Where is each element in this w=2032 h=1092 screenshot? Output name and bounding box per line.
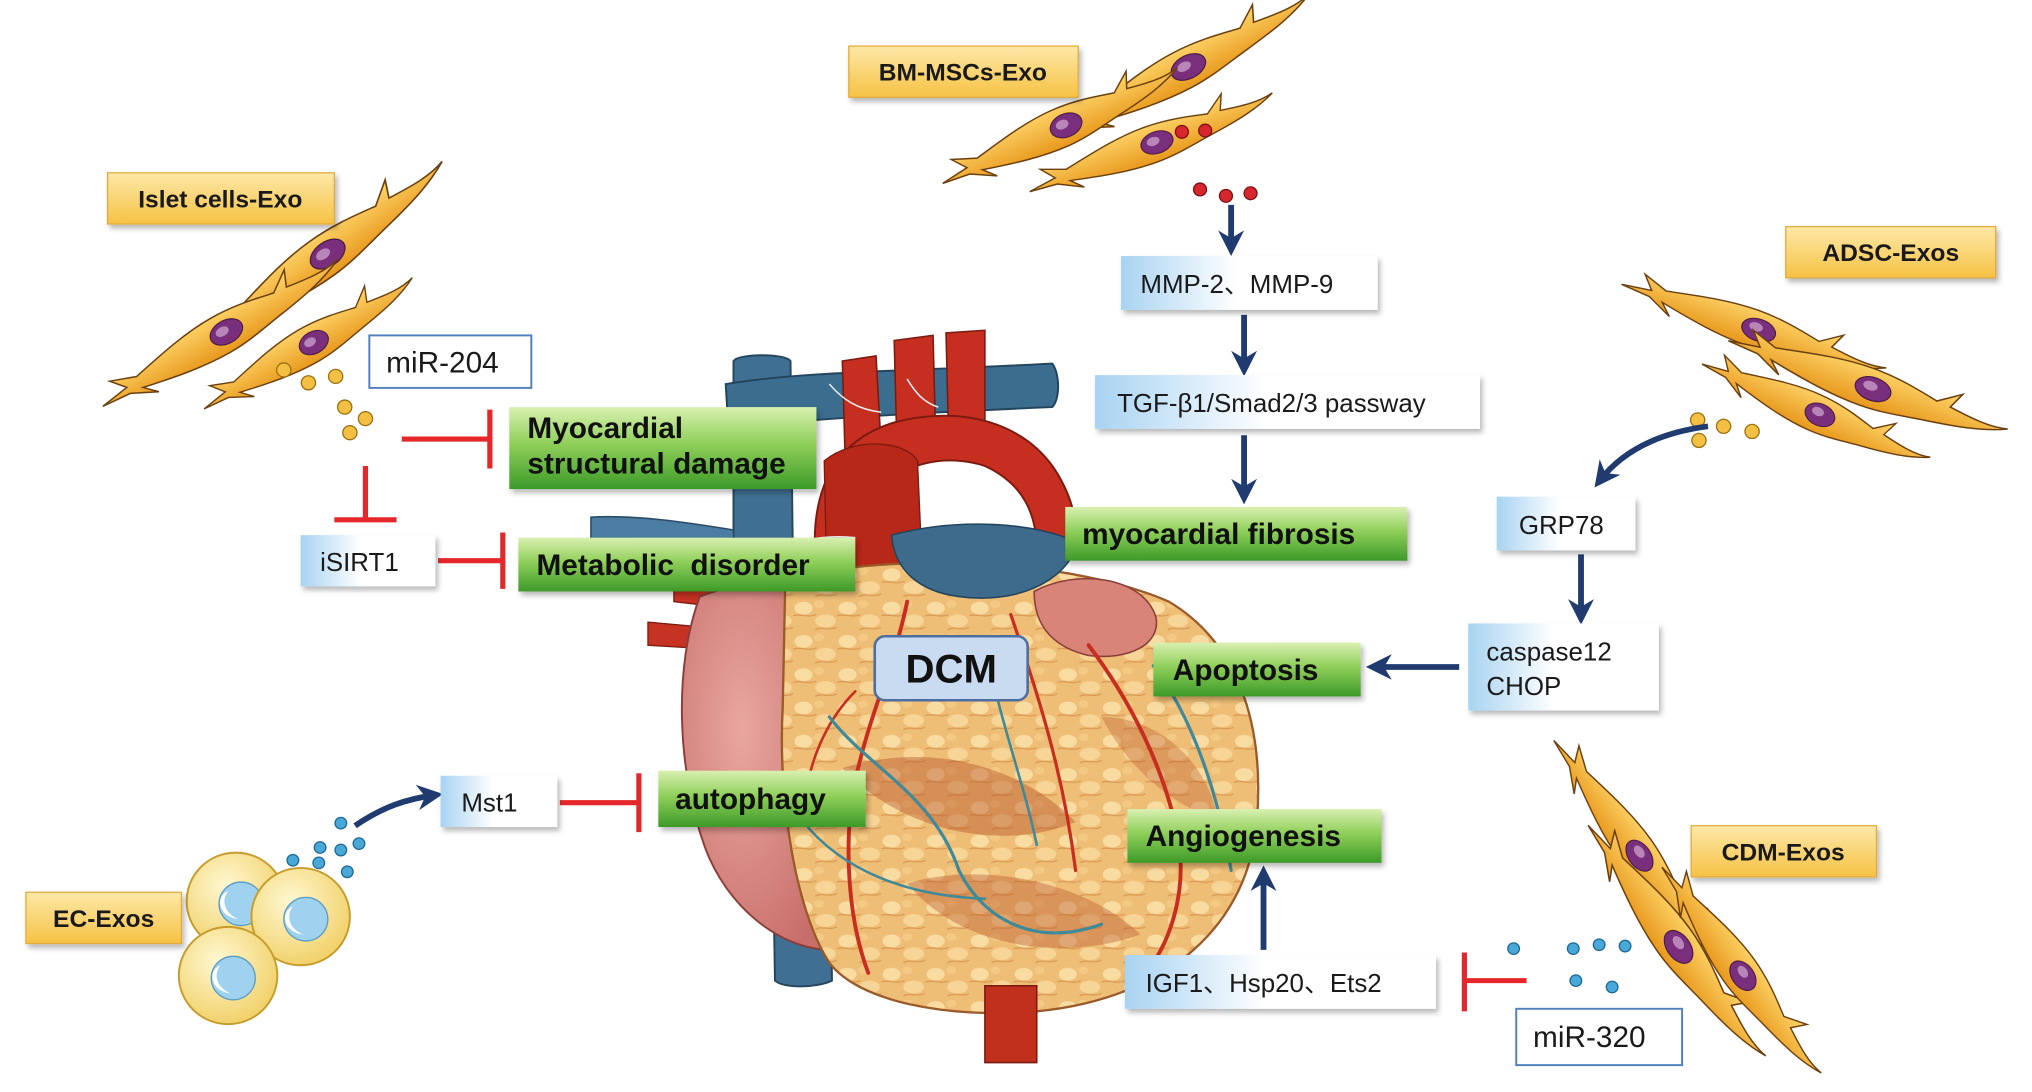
mediator-label: MMP-2、MMP-9 — [1140, 271, 1333, 299]
effect-label: Angiogenesis — [1146, 820, 1341, 853]
ec-cells — [177, 851, 351, 1026]
mediator-box-igf: IGF1、Hsp20、Ets2 — [1124, 955, 1436, 1009]
exosome-dot — [1691, 432, 1707, 449]
arrow-ec-to-mst1 — [353, 784, 444, 829]
mediator-box-grp78: GRP78 — [1496, 496, 1636, 551]
source-label-bm-mscs: BM-MSCs-Exo — [848, 45, 1079, 98]
effect-box-apoptosis: Apoptosis — [1153, 642, 1361, 697]
inhibit-mst1-to-autophagy — [559, 773, 642, 833]
exosome-dot — [336, 399, 353, 415]
mediator-label: GRP78 — [1519, 512, 1604, 540]
exosome-dot — [342, 425, 358, 441]
exosome-dot — [1569, 974, 1583, 988]
source-label-text: EC-Exos — [53, 906, 154, 933]
exosome-dot — [334, 816, 348, 830]
mirna-label: miR-204 — [386, 347, 499, 380]
ec-exosomes — [286, 816, 366, 879]
center-label-text: DCM — [905, 648, 996, 692]
endothelial-cell — [177, 925, 279, 1026]
inhibitory-lines — [334, 409, 1527, 1012]
heart-descending-vessel — [984, 984, 1038, 1064]
exosome-dot — [1715, 418, 1732, 434]
effect-box-structural-damage: Myocardial structural damage — [509, 407, 817, 490]
mirna-label: miR-320 — [1533, 1021, 1646, 1054]
heart-left-atrium — [1033, 577, 1158, 658]
mediator-box-caspase: caspase12 CHOP — [1468, 623, 1659, 711]
mediator-label: CHOP — [1486, 673, 1561, 701]
exosome-dot — [286, 853, 300, 867]
exosome-dot — [1192, 182, 1208, 197]
mediator-box-mst1: Mst1 — [440, 775, 558, 828]
exosome-dot — [357, 410, 374, 427]
effect-label: autophagy — [675, 783, 826, 816]
inhibit-islet-to-isirt1 — [334, 465, 397, 523]
bm-mscs-exosomes — [1174, 123, 1258, 203]
exosome-dot — [276, 362, 292, 378]
exosome-dot — [1605, 980, 1619, 994]
source-label-text: ADSC-Exos — [1822, 240, 1959, 267]
exosome-dot — [300, 375, 317, 391]
bm-mscs-cells — [930, 0, 1323, 207]
islet-exosomes — [276, 362, 374, 441]
exosome-dot — [312, 856, 326, 870]
mediator-box-mmp: MMP-2、MMP-9 — [1120, 256, 1378, 310]
effect-label: Myocardial — [527, 412, 683, 445]
effect-label: Metabolic disorder — [537, 549, 811, 582]
mediator-label: TGF-β1/Smad2/3 passway — [1117, 390, 1426, 418]
inhibit-mir320-to-igf — [1461, 952, 1527, 1012]
mediator-label: Mst1 — [461, 790, 517, 818]
exosome-dot — [1507, 942, 1521, 956]
exosome-dot — [340, 865, 354, 879]
adsc-exosomes — [1689, 412, 1760, 449]
mirna-box-mir204: miR-204 — [368, 334, 533, 389]
source-label-text: Islet cells-Exo — [138, 187, 302, 214]
activating-arrows — [353, 204, 1709, 950]
effect-box-autophagy: autophagy — [658, 770, 866, 828]
heart-upper-chamber — [890, 523, 1080, 599]
effect-label: myocardial fibrosis — [1082, 518, 1355, 551]
cdm-exosomes — [1507, 938, 1632, 994]
effect-box-myocardial-fibrosis: myocardial fibrosis — [1065, 506, 1408, 561]
heart-muscle-streak — [842, 757, 1076, 836]
source-label-text: CDM-Exos — [1722, 839, 1845, 866]
effect-box-metabolic-disorder: Metabolic disorder — [518, 537, 856, 592]
inhibit-isirt1-to-metabolic — [438, 532, 506, 589]
exosome-dot — [1218, 188, 1234, 203]
exosome-dot — [1566, 942, 1580, 956]
exosome-dot — [1198, 123, 1213, 138]
exosome-dot — [1618, 939, 1632, 953]
source-label-cdm: CDM-Exos — [1690, 825, 1878, 878]
source-label-islet: Islet cells-Exo — [106, 172, 335, 225]
exosome-dot — [313, 841, 327, 854]
mediator-box-tgf: TGF-β1/Smad2/3 passway — [1095, 375, 1480, 429]
effect-label: structural damage — [527, 448, 785, 481]
exosome-dot — [327, 368, 344, 385]
effect-box-angiogenesis: Angiogenesis — [1127, 809, 1382, 863]
effect-label: Apoptosis — [1173, 654, 1319, 687]
exosome-dot — [334, 843, 348, 857]
exosome-dot — [1744, 423, 1760, 440]
exosome-dot — [352, 837, 366, 851]
source-label-text: BM-MSCs-Exo — [879, 60, 1047, 87]
mediator-label: caspase12 — [1486, 639, 1611, 667]
center-label-dcm: DCM — [873, 634, 1029, 702]
source-label-ec: EC-Exos — [25, 891, 183, 945]
mediator-label: iSIRT1 — [320, 549, 399, 577]
mirna-box-mir320: miR-320 — [1515, 1007, 1684, 1067]
mediator-label: IGF1、Hsp20、Ets2 — [1146, 970, 1382, 998]
exosome-dot — [1592, 938, 1606, 952]
exosome-dot — [1243, 186, 1258, 201]
adsc-cells — [1615, 257, 2015, 482]
exosome-dot — [1174, 124, 1190, 139]
inhibit-islet-to-structural-damage — [401, 409, 493, 469]
arrow-adsc-to-grp78 — [1594, 423, 1709, 488]
source-label-adsc: ADSC-Exos — [1785, 225, 1997, 279]
mediator-box-isirt1: iSIRT1 — [300, 535, 436, 587]
